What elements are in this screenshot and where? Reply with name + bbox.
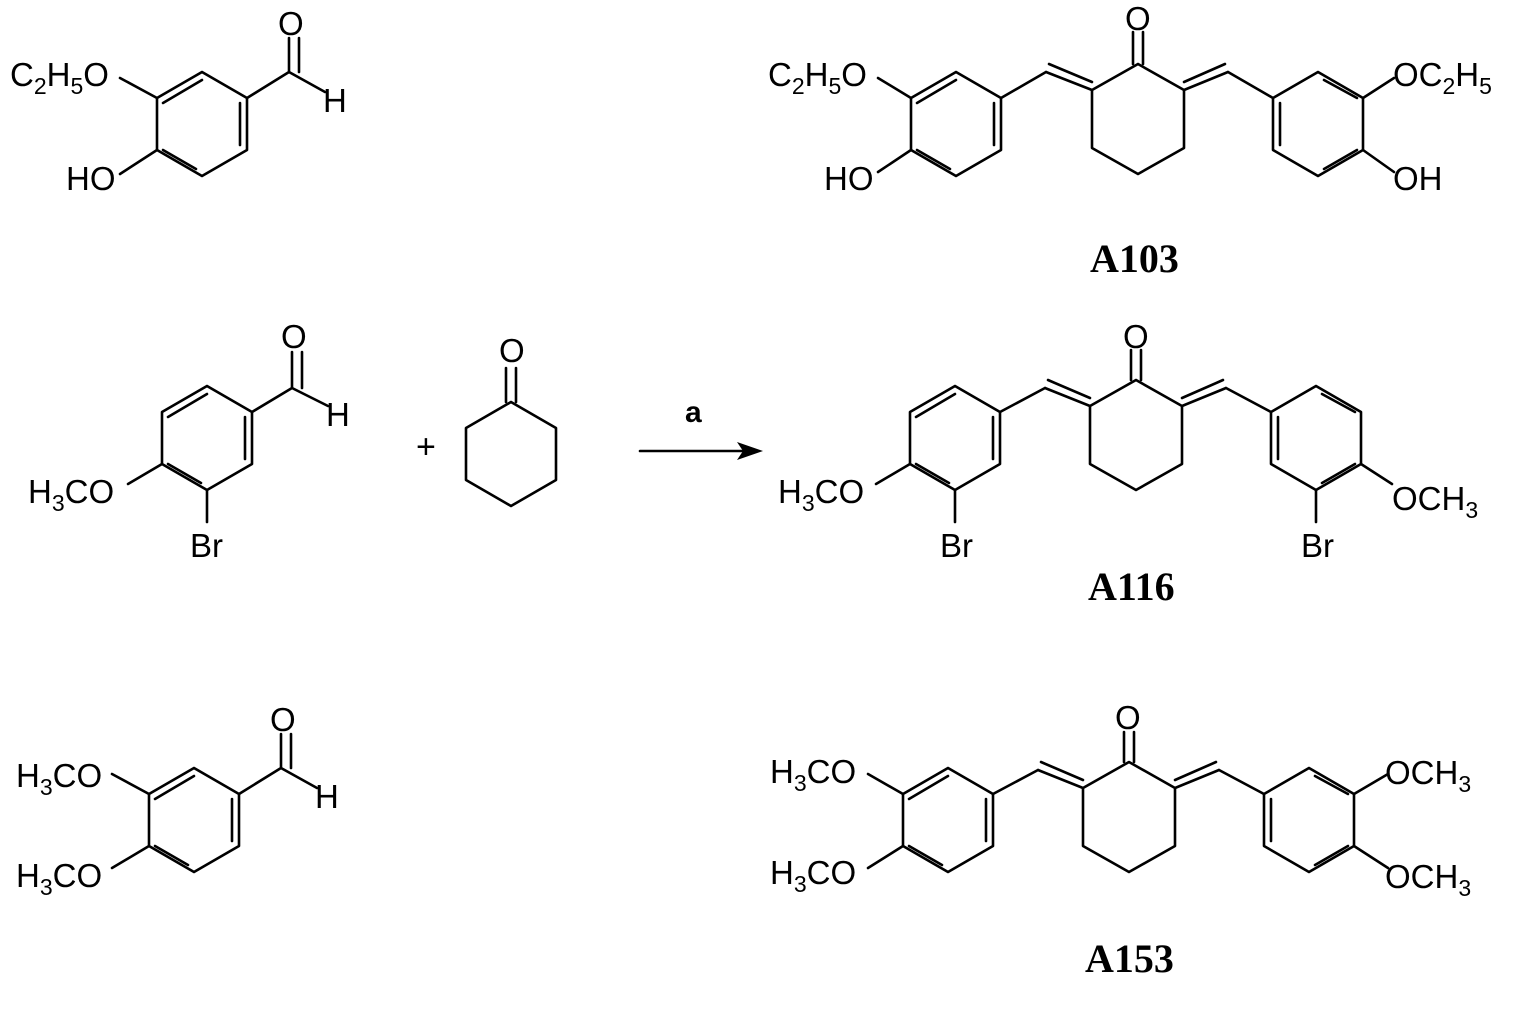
hydroxy-left: HO	[824, 160, 874, 197]
aldehyde-hydrogen: H	[326, 396, 350, 433]
ketone-oxygen: O	[499, 332, 525, 369]
bromo-left: Br	[940, 527, 973, 564]
compound-id: A116	[1088, 564, 1175, 609]
methoxy-left-bottom: H3CO	[770, 854, 856, 897]
ketone-oxygen: O	[1123, 318, 1149, 355]
reactant-ethoxy-hydroxybenzaldehyde: O H C2H5O HO	[10, 5, 347, 197]
aldehyde-oxygen: O	[281, 318, 307, 355]
reagent-label: a	[685, 396, 702, 429]
aldehyde-oxygen: O	[270, 701, 296, 738]
ethoxy-left: C2H5O	[768, 56, 867, 99]
product-A116: O H3CO Br OCH3 Br A116	[778, 318, 1478, 609]
methoxy-right-bottom: OCH3	[1385, 858, 1471, 901]
compound-id: A103	[1090, 236, 1179, 281]
product-A103: O C2H5O HO OC2H5 OH A103	[768, 0, 1492, 281]
aldehyde-hydrogen: H	[323, 82, 347, 119]
bromo-right: Br	[1301, 527, 1334, 564]
aldehyde-hydrogen: H	[315, 778, 339, 815]
product-A153: O H3CO H3CO OCH3 OCH3 A153	[770, 699, 1471, 981]
compound-id: A153	[1085, 936, 1174, 981]
methoxy-group-bottom: H3CO	[16, 857, 102, 900]
hydroxy-right: OH	[1393, 160, 1443, 197]
ethoxy-group: C2H5O	[10, 56, 109, 99]
aldehyde-oxygen: O	[278, 5, 304, 42]
bromo-group: Br	[190, 527, 223, 564]
methoxy-right: OCH3	[1392, 480, 1478, 523]
methoxy-group: H3CO	[28, 473, 114, 516]
reactant-dimethoxybenzaldehyde: O H H3CO H3CO	[16, 701, 339, 900]
plus-sign: +	[416, 428, 436, 466]
reactant-bromo-methoxybenzaldehyde: O H H3CO Br	[28, 318, 350, 564]
reaction-arrow: a	[638, 396, 763, 460]
ketone-oxygen: O	[1125, 0, 1151, 37]
hydroxy-group: HO	[66, 160, 116, 197]
ethoxy-right: OC2H5	[1393, 56, 1492, 99]
methoxy-left: H3CO	[778, 473, 864, 516]
methoxy-group-top: H3CO	[16, 757, 102, 800]
ketone-oxygen: O	[1115, 699, 1141, 736]
reactant-cyclohexanone: O	[464, 332, 558, 508]
methoxy-right-top: OCH3	[1385, 754, 1471, 797]
methoxy-left-top: H3CO	[770, 753, 856, 796]
